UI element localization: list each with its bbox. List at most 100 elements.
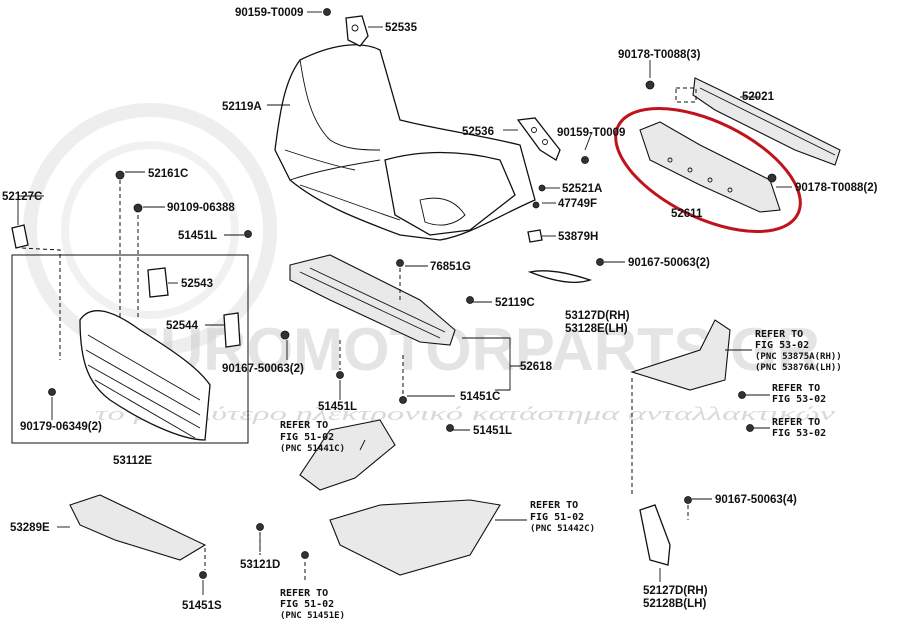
bracket-52543 [147, 267, 169, 298]
cover-53289e [69, 494, 207, 561]
clip [48, 388, 56, 396]
bracket-52127c [11, 224, 29, 249]
bolt [133, 203, 143, 213]
leader-lines [17, 11, 792, 595]
grille-box [11, 254, 249, 444]
nut [767, 173, 777, 183]
label-76851g: 76851G [430, 261, 471, 273]
label-53121d: 53121D [240, 559, 280, 571]
ref-d-line3: (PNC 51441C) [280, 444, 345, 454]
label-51451l-c: 51451L [473, 425, 512, 437]
ref-f-line2: FIG 51-02 [280, 599, 334, 610]
clip [336, 371, 344, 379]
bracket-52544 [223, 312, 241, 348]
ref-a-line3: (PNC 53875A(RH)) [755, 352, 842, 362]
ref-f-line3: (PNC 51451E) [280, 611, 345, 621]
absorber-52611 [614, 106, 802, 234]
ref-e-line3: (PNC 51442C) [530, 524, 595, 534]
label-90167-50063-b: 90167-50063(2) [222, 363, 304, 375]
label-52536: 52536 [462, 126, 494, 138]
bracket-52535 [345, 15, 369, 47]
nut [280, 330, 290, 340]
label-52618: 52618 [520, 361, 553, 373]
ref-e-line2: FIG 51-02 [530, 512, 584, 523]
clip [538, 184, 546, 192]
shield-51441c [299, 419, 396, 491]
bracket-52536 [516, 117, 561, 161]
label-52611: 52611 [671, 208, 703, 220]
ref-f-line1: REFER TO [280, 588, 328, 599]
label-51451l-b: 51451L [318, 401, 357, 413]
label-90167-50063-c: 90167-50063(4) [715, 494, 797, 506]
ref-a-line4: (PNC 53876A(LH)) [755, 363, 842, 373]
label-52127d: 52127D(RH) [643, 585, 708, 597]
label-90159-t0009-b: 90159-T0009 [557, 127, 625, 139]
shield-51442c [329, 499, 501, 576]
label-52127c: 52127C [2, 191, 42, 203]
label-52535: 52535 [385, 22, 418, 34]
ref-d-line1: REFER TO [280, 420, 328, 431]
undercover-52618 [289, 254, 456, 346]
bolt [581, 156, 589, 164]
ref-e-line1: REFER TO [530, 500, 578, 511]
ref-a-line1: REFER TO [755, 329, 803, 340]
ref-b-line1: REFER TO [772, 383, 820, 394]
label-90179-06349: 90179-06349(2) [20, 421, 102, 433]
highlight-ring [614, 106, 802, 234]
nut [596, 258, 604, 266]
bolt [323, 8, 331, 16]
label-52021: 52021 [742, 91, 775, 103]
label-52544: 52544 [166, 320, 199, 332]
ref-a-line2: FIG 53-02 [755, 340, 809, 351]
label-53127d: 53127D(RH) [565, 310, 630, 322]
clip [396, 259, 404, 267]
clip [399, 396, 407, 404]
label-47749f: 47749F [558, 198, 597, 210]
watermark-tagline: το μεγαλύτερο ηλεκτρονικό κατάστημα αντα… [95, 404, 836, 425]
ref-d-line2: FIG 51-02 [280, 432, 334, 443]
label-90109-06388: 90109-06388 [167, 202, 235, 214]
label-90167-50063-a: 90167-50063(2) [628, 257, 710, 269]
clip [684, 496, 692, 504]
label-53112e: 53112E [113, 455, 152, 467]
garnish-52127d [639, 504, 671, 566]
label-90178-t0088-3: 90178-T0088(3) [618, 49, 701, 61]
clip [301, 551, 309, 559]
fender-liner-rh [630, 319, 731, 391]
label-53128e: 53128E(LH) [565, 323, 628, 335]
label-53289e: 53289E [10, 522, 50, 534]
garnish-53127d [527, 270, 593, 283]
label-51451s: 51451S [182, 600, 222, 612]
clip [746, 424, 754, 432]
clip [532, 201, 540, 209]
label-52521a: 52521A [562, 183, 602, 195]
label-53879h: 53879H [558, 231, 598, 243]
ref-c-line1: REFER TO [772, 417, 820, 428]
clip [256, 523, 264, 531]
label-90178-t0088-2: 90178-T0088(2) [795, 182, 878, 194]
clip [738, 391, 746, 399]
clip [115, 170, 125, 180]
clip [466, 296, 474, 304]
label-52161c: 52161C [148, 168, 188, 180]
label-90159-t0009-a: 90159-T0009 [235, 7, 303, 19]
label-51451l-a: 51451L [178, 230, 217, 242]
clip [446, 424, 454, 432]
part-labels: 90159-T0009 52535 52119A 52536 90159-T00… [2, 7, 878, 612]
reinforcement-52021 [675, 77, 841, 166]
reference-notes: REFER TO FIG 53-02 (PNC 53875A(RH)) (PNC… [280, 329, 842, 621]
label-52119c: 52119C [495, 297, 535, 309]
clip-53879h [527, 229, 543, 243]
label-52128b: 52128B(LH) [643, 598, 706, 610]
bumper-cover [274, 44, 536, 241]
label-52119a: 52119A [222, 101, 262, 113]
clip [244, 230, 252, 238]
label-52543: 52543 [181, 278, 213, 290]
nut [645, 80, 655, 90]
ref-b-line2: FIG 53-02 [772, 394, 826, 405]
clip [199, 571, 207, 579]
label-51451c: 51451C [460, 391, 500, 403]
ref-c-line2: FIG 53-02 [772, 428, 826, 439]
